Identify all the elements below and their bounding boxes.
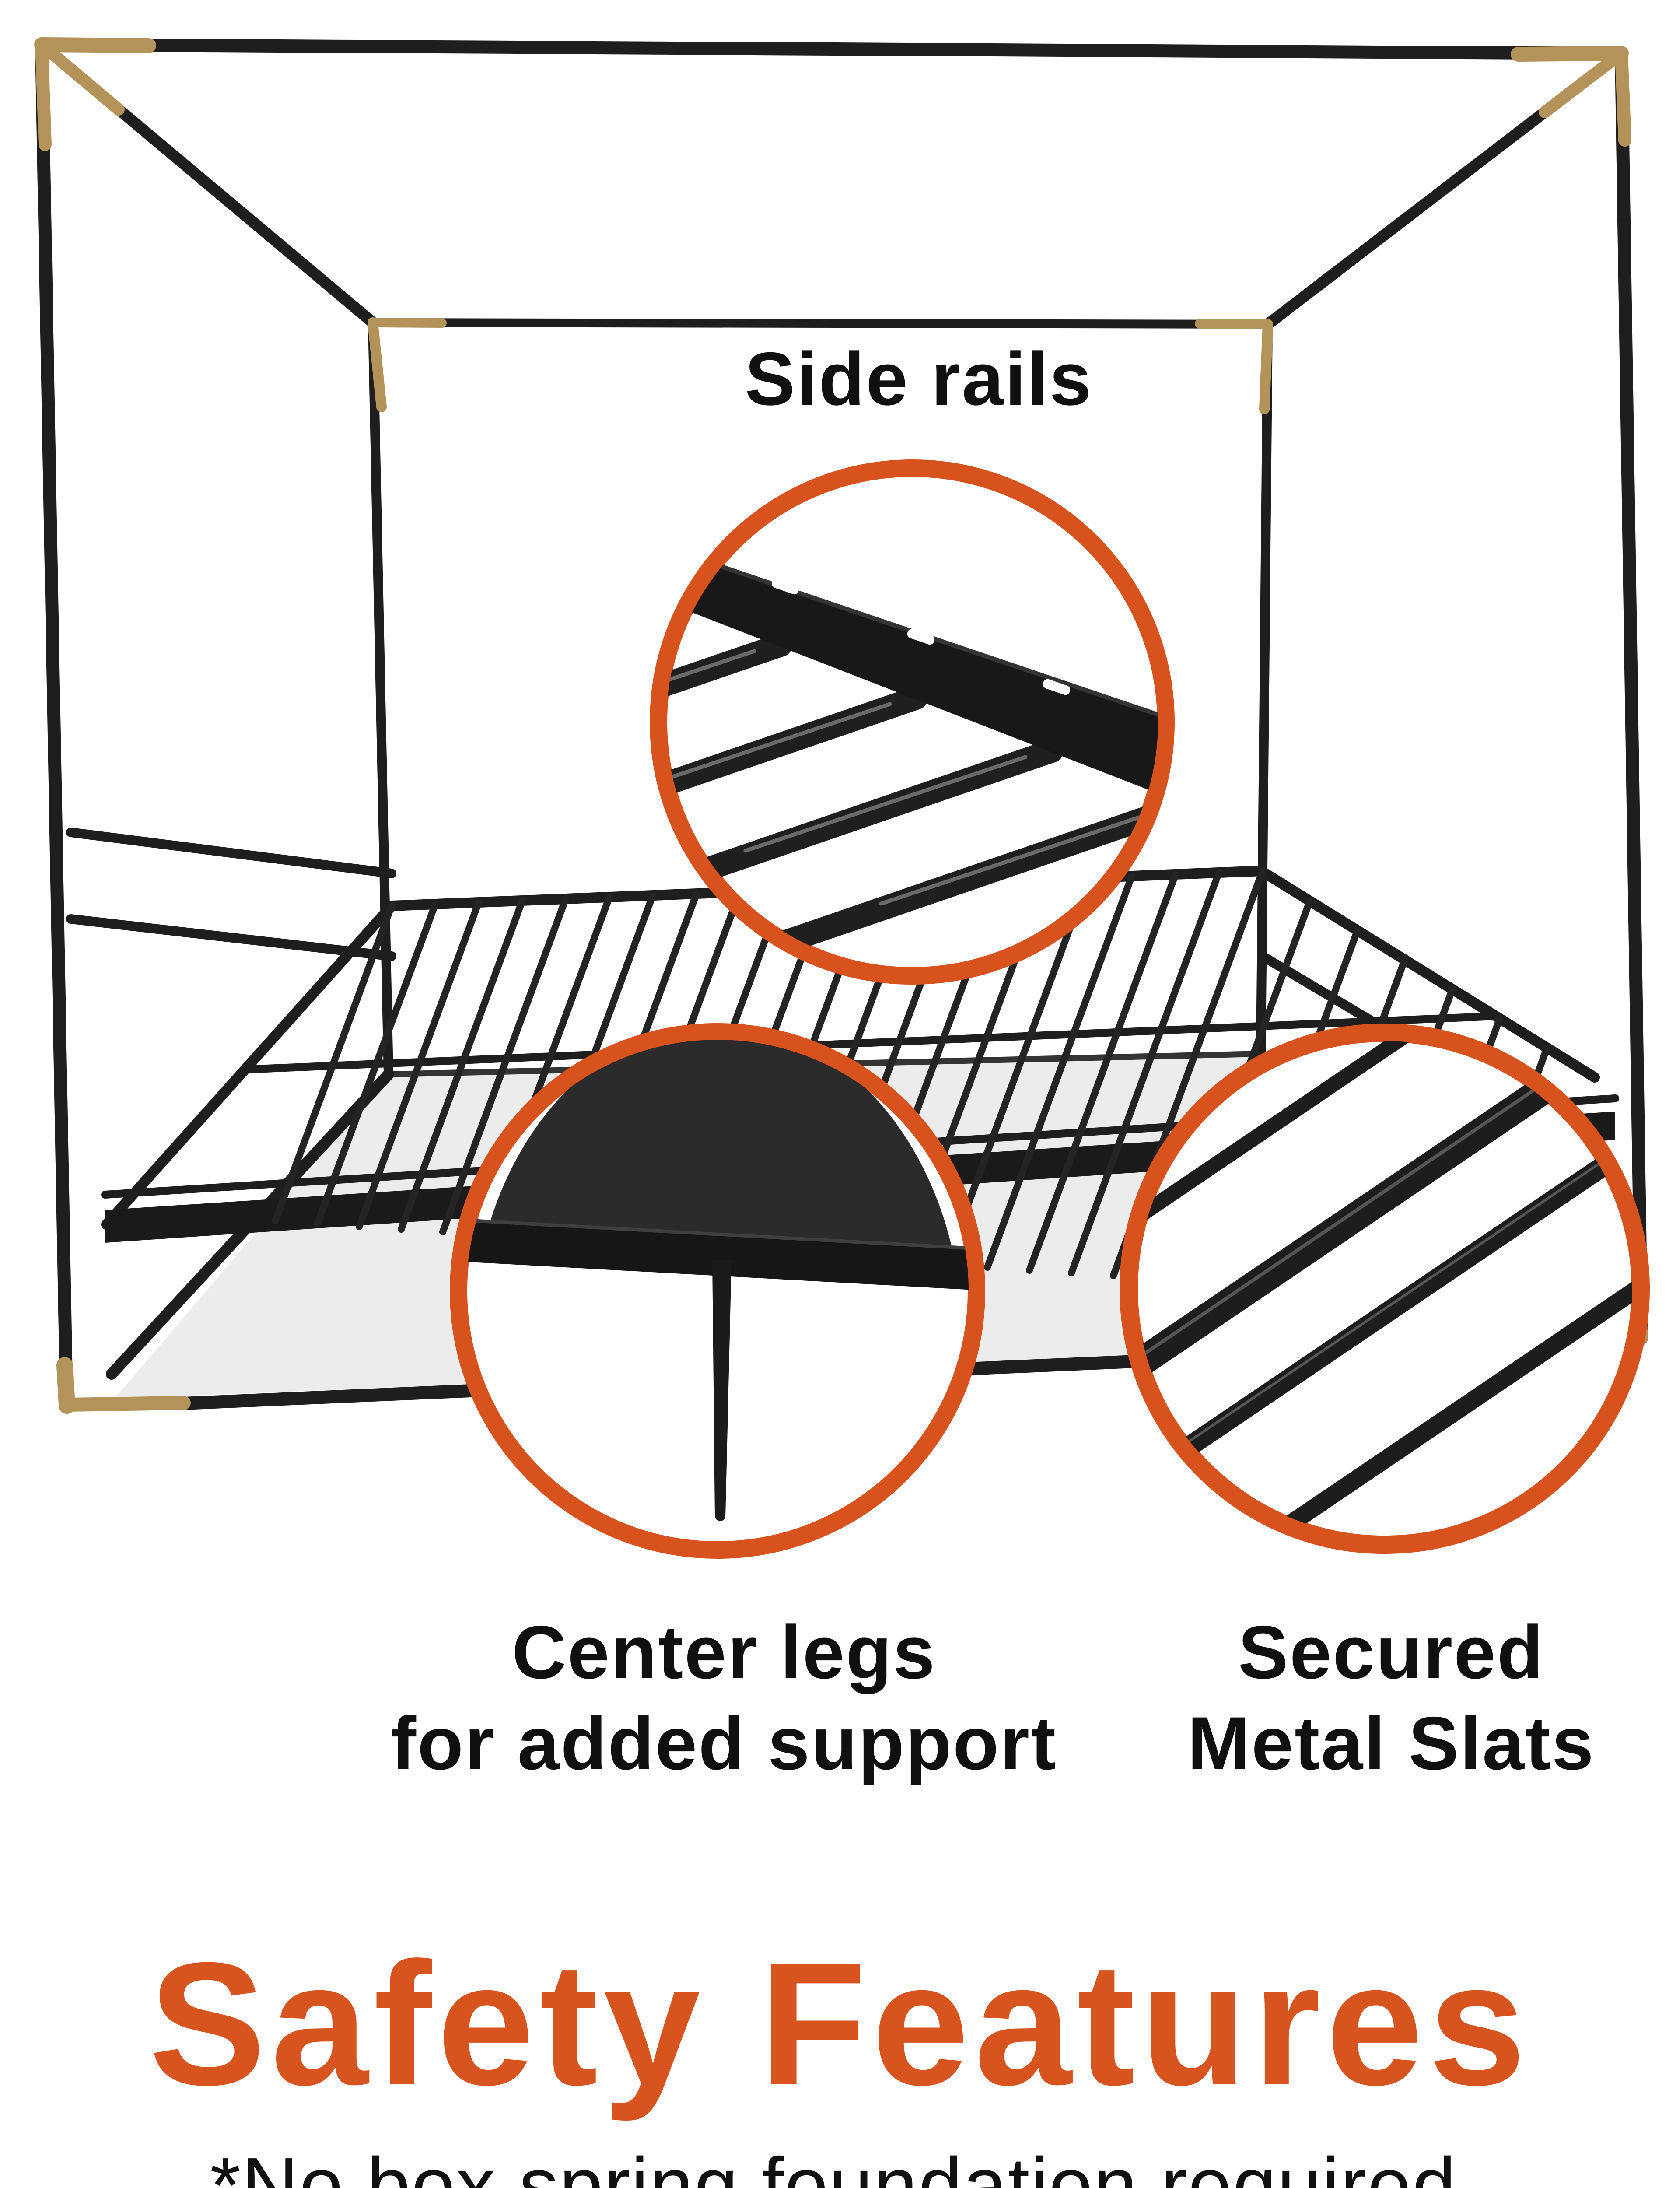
center-legs-label: Center legs for added support [391, 1607, 1057, 1789]
magnifier-side-rails [650, 459, 1175, 985]
center-legs-label-line1: Center legs [512, 1610, 936, 1694]
bed-posts [35, 38, 1648, 1410]
magnifier-metal-slats [1120, 1024, 1650, 1554]
canopy-frame [35, 38, 1628, 330]
metal-slats-label: Secured Metal Slats [1187, 1607, 1595, 1789]
magnifier-center-legs [450, 1023, 985, 1559]
side-rails-label-text: Side rails [745, 337, 1093, 421]
metal-slats-label-line2: Metal Slats [1187, 1701, 1595, 1786]
metal-slats-circle [1120, 1024, 1650, 1554]
safety-features-title: Safety Features [149, 1926, 1531, 2121]
no-box-spring-footnote: *No box spring foundation required [210, 2142, 1457, 2188]
gold-corner-accents [34, 37, 1648, 1414]
metal-slats-label-line1: Secured [1238, 1610, 1544, 1694]
side-rails-label: Side rails [745, 333, 1093, 424]
slat-slots [771, 578, 1071, 695]
center-legs-detail [466, 1040, 969, 1521]
center-legs-label-line2: for added support [391, 1701, 1057, 1786]
headboard-rails [66, 828, 396, 961]
